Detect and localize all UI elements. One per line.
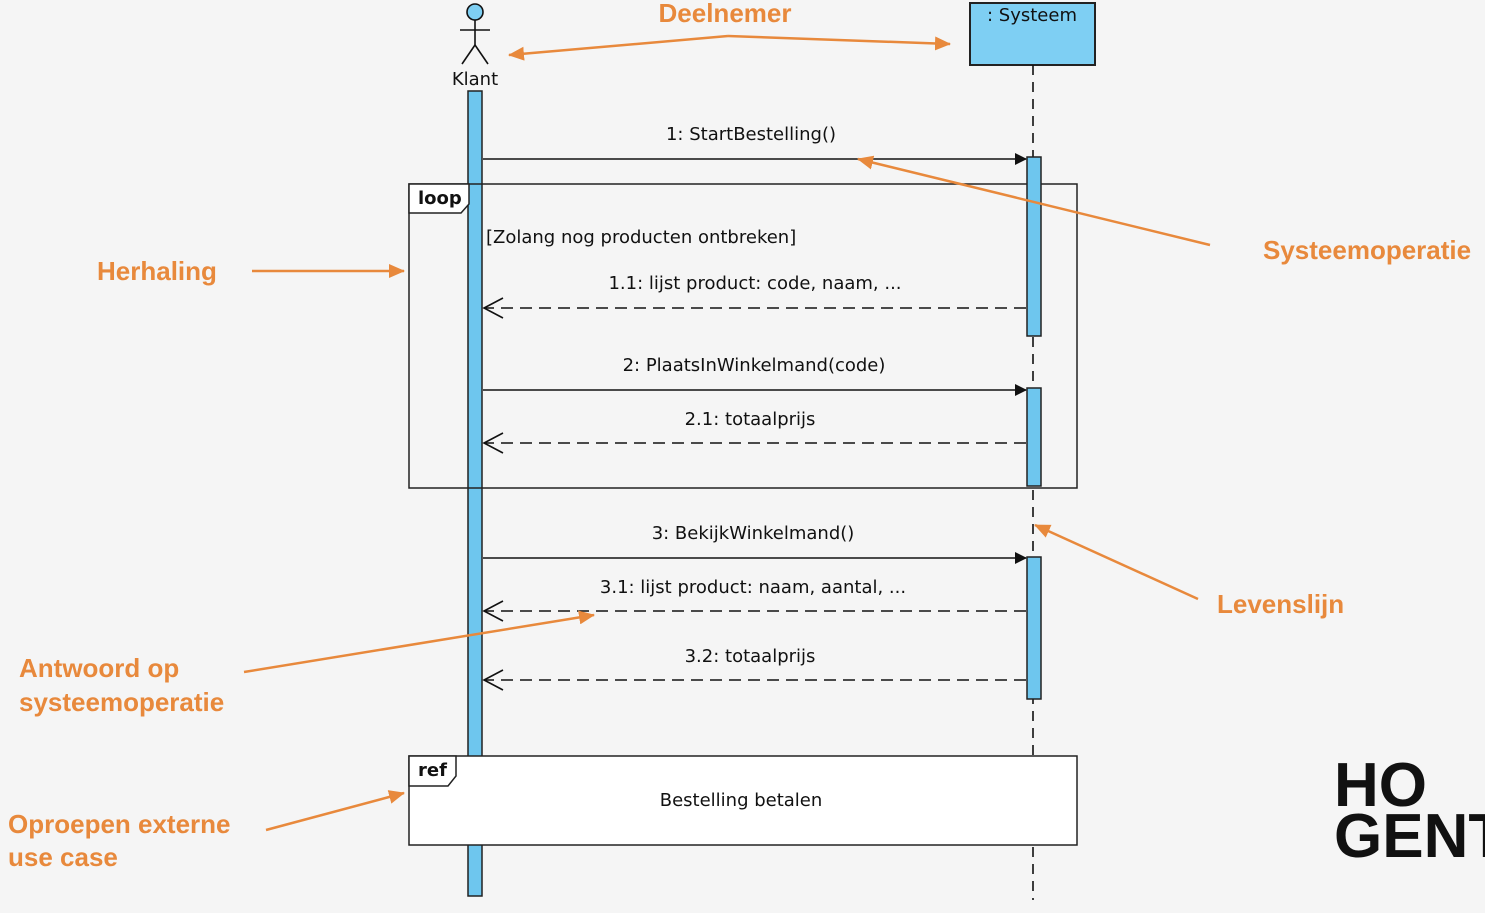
annotation-herhaling: Herhaling [97,256,405,286]
message-2-1-label: 2.1: totaalprijs [685,409,816,430]
annotation-oproepen: Oproepen externe use case [8,790,405,872]
message-1: 1: StartBestelling() [483,124,1027,165]
loop-frame-tag-box [408,183,470,214]
actor-name: Klant [452,69,498,90]
annotation-deelnemer-arrow-left [508,34,729,61]
message-3-2-arrowhead [482,669,504,691]
message-3-label: 3: BekijkWinkelmand() [652,523,855,544]
system-participant: : Systeem [969,2,1096,66]
annotation-deelnemer-arrow-right [727,34,951,51]
annotation-antwoord-arrow [243,610,595,674]
message-3-1-arrowhead [482,600,504,622]
ref-frame-border [408,755,1078,846]
message-2-1-arrowhead [482,432,504,454]
logo-line-1: HO [1334,751,1427,820]
annotation-systeemoperatie-text: Systeemoperatie [1263,235,1471,265]
annotation-antwoord-text-1: Antwoord op [19,653,179,683]
system-activation-2 [1026,387,1042,487]
message-2: 2: PlaatsInWinkelmand(code) [483,355,1027,396]
message-1-label: 1: StartBestelling() [666,124,836,145]
loop-frame-tag: loop [418,188,462,209]
actor-leg-right [474,44,489,65]
annotation-oproepen-text-1: Oproepen externe [8,809,231,839]
annotation-antwoord-text-2: systeemoperatie [19,687,224,717]
message-3-1-label: 3.1: lijst product: naam, aantal, ... [600,577,906,598]
message-1-1-label: 1.1: lijst product: code, naam, ... [608,273,901,294]
annotation-systeemoperatie: Systeemoperatie [857,155,1471,265]
actor-klant: Klant [452,3,498,90]
hogent-logo: HO GENT [1334,751,1485,871]
annotation-levenslijn-arrow [1034,523,1199,601]
system-name: : Systeem [987,5,1077,26]
loop-frame-border [408,183,1078,489]
annotation-levenslijn: Levenslijn [1034,523,1344,619]
ref-frame-tag: ref [418,760,447,781]
annotation-oproepen-arrow [265,790,405,832]
annotation-antwoord: Antwoord op systeemoperatie [19,610,595,717]
loop-guard: [Zolang nog producten ontbreken] [486,227,796,248]
message-2-label: 2: PlaatsInWinkelmand(code) [623,355,886,376]
annotation-oproepen-text-2: use case [8,842,118,872]
ref-frame-label: Bestelling betalen [660,790,823,811]
system-box [969,2,1096,66]
ref-frame-tag-box [408,755,457,787]
loop-frame: loop [Zolang nog producten ontbreken] [408,183,1078,489]
message-3-2-label: 3.2: totaalprijs [685,646,816,667]
actor-head-icon [466,3,484,21]
system-activation-1 [1026,156,1042,337]
annotation-herhaling-text: Herhaling [97,256,217,286]
annotation-deelnemer-text: Deelnemer [659,0,792,28]
message-1-1: 1.1: lijst product: code, naam, ... [482,273,1026,319]
message-3-2: 3.2: totaalprijs [482,646,1026,691]
annotation-deelnemer: Deelnemer [508,0,951,61]
actor-activation-bar [467,90,483,897]
annotation-systeemoperatie-arrow [857,155,1211,247]
message-3: 3: BekijkWinkelmand() [483,523,1027,564]
annotation-levenslijn-text: Levenslijn [1217,589,1344,619]
actor-leg-left [461,44,476,65]
system-activation-3 [1026,556,1042,700]
ref-frame: ref Bestelling betalen [408,755,1078,846]
message-2-1: 2.1: totaalprijs [482,409,1026,454]
message-1-1-arrowhead [482,297,504,319]
message-3-1: 3.1: lijst product: naam, aantal, ... [482,577,1026,622]
logo-line-2: GENT [1334,802,1485,871]
